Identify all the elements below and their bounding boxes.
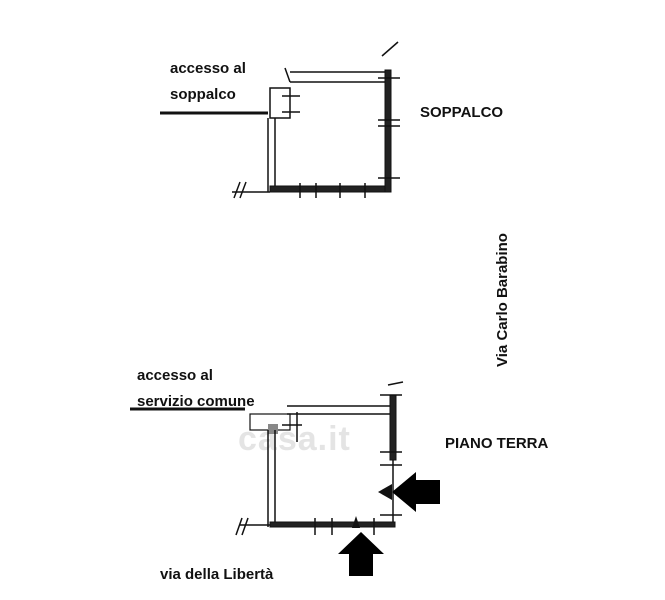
lower-plan xyxy=(130,381,404,536)
upper-floor-label: SOPPALCO xyxy=(420,104,504,121)
lower-access-label-line1: accesso al xyxy=(137,367,213,384)
upper-access-label-line2: soppalco xyxy=(170,86,236,103)
street-east-label: Via Carlo Barabino xyxy=(494,233,511,367)
lower-access-label-line2: servizio comune xyxy=(137,393,255,410)
watermark: casa.it xyxy=(238,420,351,458)
entrance-arrow-east xyxy=(392,472,440,512)
upper-plan xyxy=(160,41,400,199)
upper-access-label-line1: accesso al xyxy=(170,60,246,77)
entrance-arrow-south xyxy=(338,532,384,576)
street-south-label: via della Libertà xyxy=(160,566,274,583)
lower-floor-label: PIANO TERRA xyxy=(445,435,549,452)
